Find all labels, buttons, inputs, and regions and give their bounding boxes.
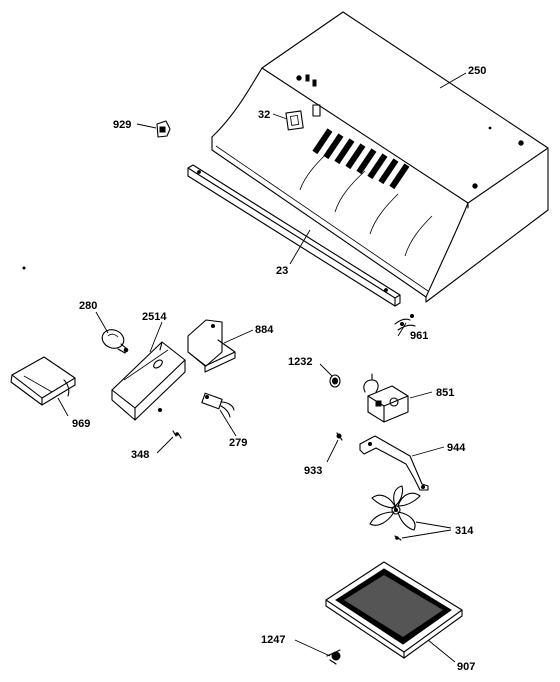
part-933-screw [336,432,343,441]
label-851: 851 [436,387,454,399]
part-23-trim-strip [187,164,401,307]
label-933: 933 [304,465,322,477]
part-314-fan-blade [369,485,421,541]
part-labels: 250 32 929 23 961 280 2514 884 969 348 2… [72,65,486,673]
label-907: 907 [457,661,475,673]
leader-lines [57,72,467,663]
part-929-switch [156,120,171,138]
part-348-screw [172,430,182,439]
part-944-motor-bracket [359,435,429,491]
label-23: 23 [276,265,288,277]
label-961: 961 [410,330,428,342]
label-929: 929 [113,119,131,131]
part-884-bracket [187,319,236,373]
label-1247: 1247 [261,634,285,646]
part-1232-nut [329,374,341,388]
label-884: 884 [255,324,274,336]
part-851-motor [363,373,409,423]
label-2514: 2514 [142,311,167,323]
label-969: 969 [72,418,90,430]
part-32-switch [285,110,304,131]
part-1247-screw [326,649,341,665]
label-250: 250 [468,65,486,77]
label-280: 280 [79,300,97,312]
vent-slots [312,128,410,190]
part-279-socket [201,392,235,418]
label-1232: 1232 [288,356,312,368]
label-348: 348 [131,449,149,461]
range-hood-body [211,11,549,303]
label-279: 279 [229,437,247,449]
label-944: 944 [447,442,466,454]
label-32: 32 [258,109,270,121]
part-280-bulb [101,329,129,354]
part-961-screws [394,314,416,331]
label-314: 314 [455,525,474,537]
part-2514-lamp-housing [111,341,186,421]
part-969-lamp-shield [10,356,76,406]
part-907-grease-filter [325,561,463,659]
